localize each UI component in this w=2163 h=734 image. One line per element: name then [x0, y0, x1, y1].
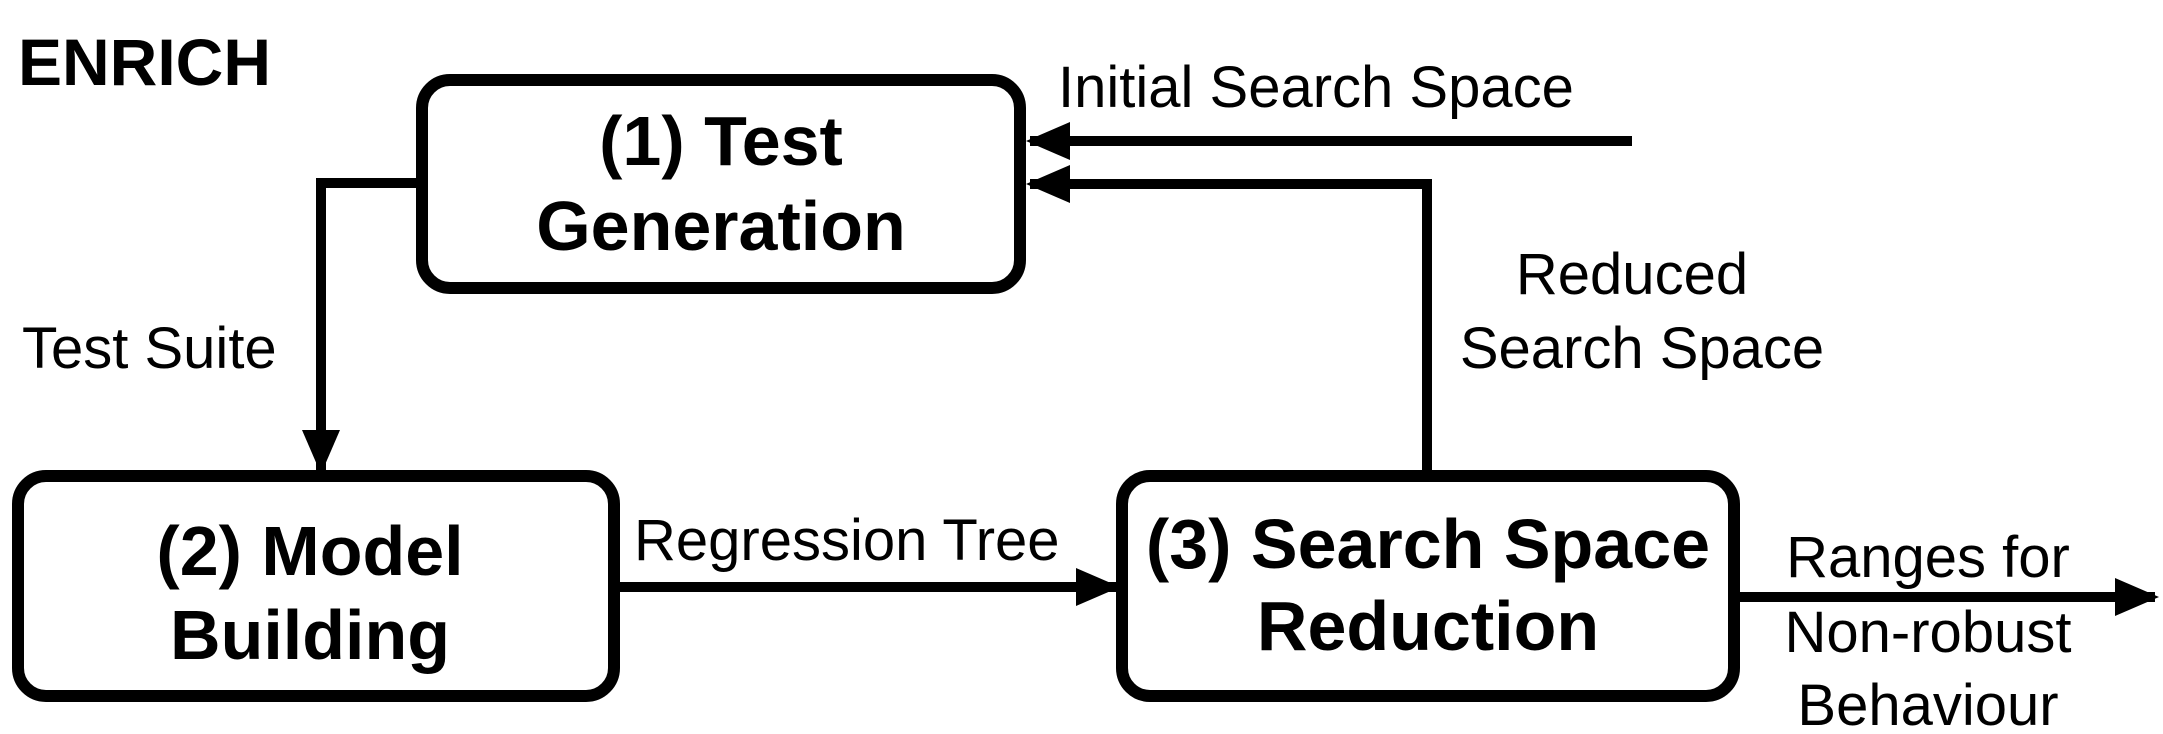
edge-initial-search-space-label: Initial Search Space: [1058, 55, 1574, 120]
edge-reduced-search-space-label-line1: Reduced: [1516, 242, 1748, 307]
diagram-title: ENRICH: [18, 25, 271, 99]
edge-regression-tree-label: Regression Tree: [634, 508, 1060, 573]
box-search-space-reduction-line1: (3) Search Space: [1146, 505, 1710, 583]
box-search-space-reduction: (3) Search Space Reduction: [1116, 470, 1740, 702]
edge-test-suite-line: [302, 178, 422, 474]
edge-reduced-search-space-label-line2: Search Space: [1460, 316, 1824, 381]
box-model-building-border: [12, 470, 620, 702]
edge-regression-tree: Regression Tree: [620, 508, 1120, 606]
edge-test-suite: Test Suite: [22, 178, 422, 474]
box-test-generation: (1) Test Generation: [416, 74, 1026, 294]
edge-reduced-search-space: Reduced Search Space: [1026, 165, 1824, 470]
edge-ranges-output-label-line2: Non-robust: [1785, 600, 2072, 665]
box-test-generation-line2: Generation: [536, 187, 906, 265]
box-model-building-line2: Building: [170, 596, 450, 674]
box-search-space-reduction-line2: Reduction: [1257, 587, 1599, 665]
edge-ranges-output: Ranges for Non-robust Behaviour: [1740, 525, 2159, 734]
box-model-building: (2) Model Building: [12, 470, 620, 702]
edge-ranges-output-label-line1: Ranges for: [1786, 525, 2070, 590]
box-search-space-reduction-border: [1116, 470, 1740, 702]
box-test-generation-line1: (1) Test: [599, 102, 843, 180]
edge-test-suite-label: Test Suite: [22, 316, 277, 381]
box-model-building-line1: (2) Model: [156, 512, 463, 590]
edge-reduced-search-space-line: [1026, 165, 1432, 470]
edge-initial-search-space: Initial Search Space: [1026, 55, 1632, 160]
edge-ranges-output-label-line3: Behaviour: [1797, 673, 2058, 734]
